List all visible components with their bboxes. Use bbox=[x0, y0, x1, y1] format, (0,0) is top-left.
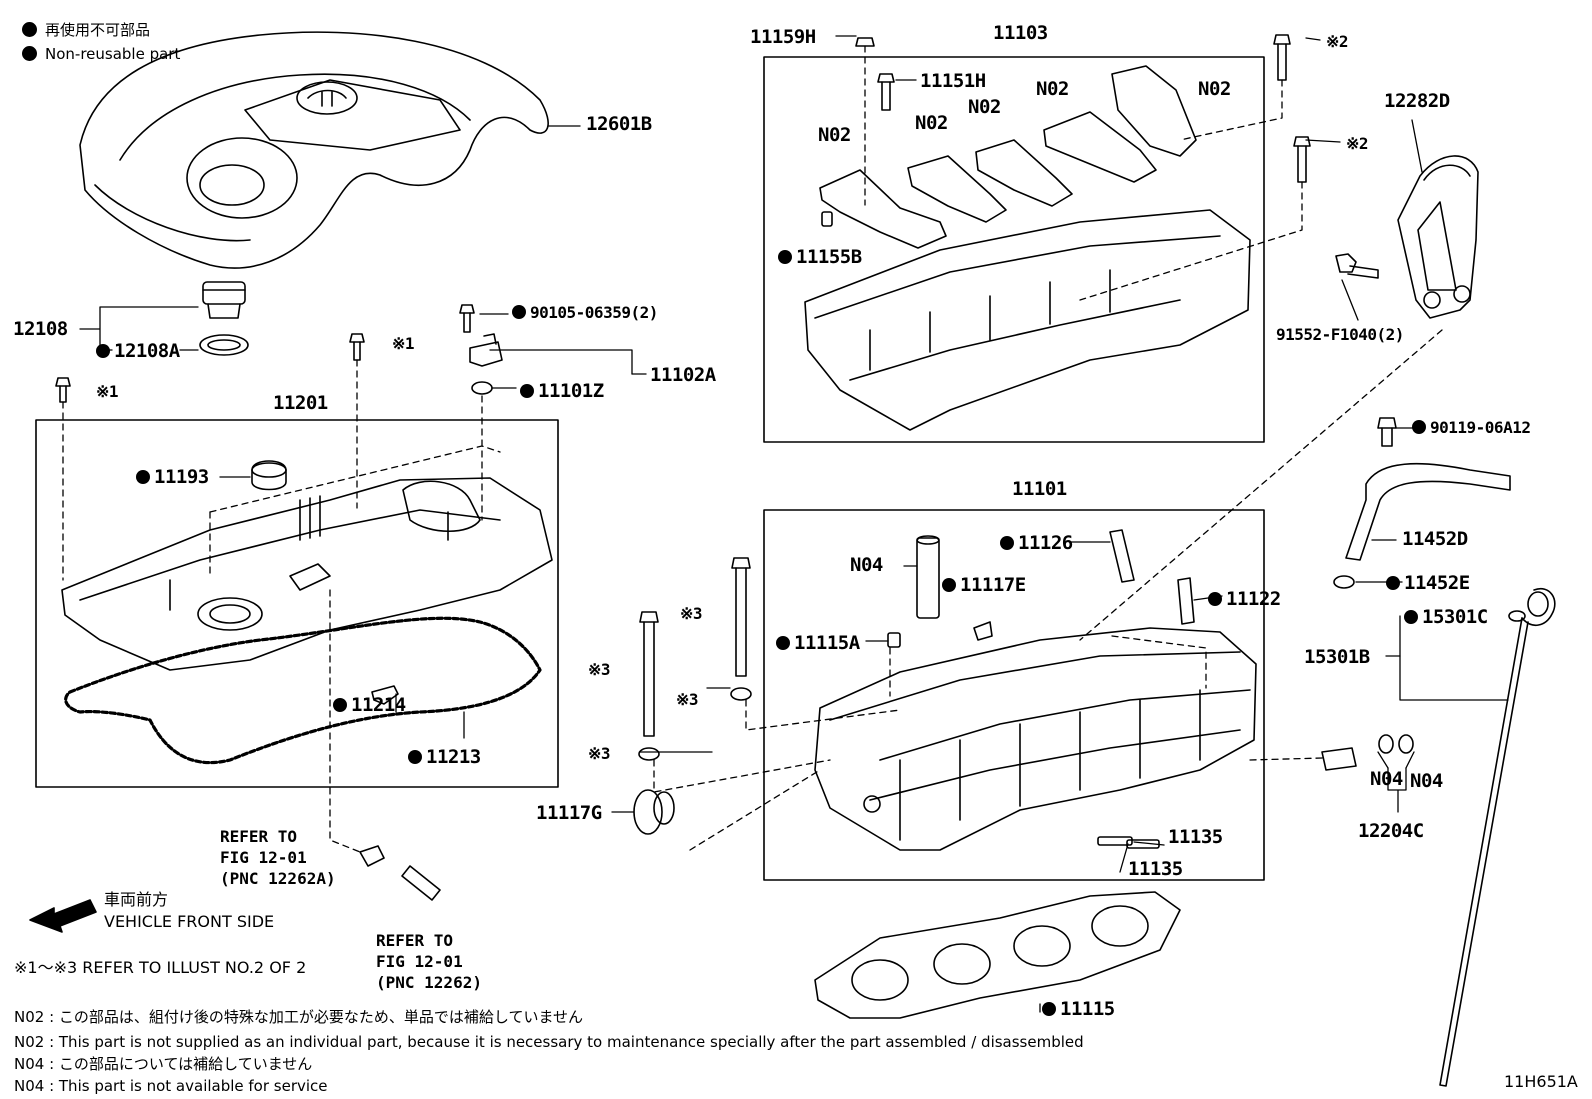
part-label-11103[interactable]: 11103 bbox=[993, 22, 1048, 44]
leader-lines bbox=[79, 35, 1509, 1013]
part-label-11101[interactable]: 11101 bbox=[1012, 478, 1067, 500]
part-label-11101z[interactable]: 11101Z bbox=[520, 382, 604, 401]
small-fasteners bbox=[55, 34, 1526, 901]
mark-3-a: ※3 bbox=[680, 604, 703, 623]
legend-non-reusable-en: Non-reusable part bbox=[22, 45, 180, 63]
note-n04-jp: N04 : この部品については補給していません bbox=[14, 1055, 313, 1073]
mark-2-upper: ※2 bbox=[1326, 32, 1349, 51]
tag-n02-1: N02 bbox=[818, 124, 851, 146]
cylinder-head-drawing bbox=[814, 627, 1257, 851]
refer-fig-12-01-pnc-12262[interactable]: REFER TO FIG 12-01 (PNC 12262) bbox=[376, 931, 482, 992]
part-label-11122[interactable]: 11122 bbox=[1208, 590, 1281, 609]
part-label-11117g[interactable]: 11117G bbox=[536, 802, 602, 824]
tag-n02-4: N02 bbox=[1036, 78, 1069, 100]
dashed-reference-lines bbox=[62, 45, 1443, 853]
engine-cover-drawing bbox=[79, 31, 549, 269]
part-label-12601b[interactable]: 12601B bbox=[586, 113, 652, 135]
part-label-11452d[interactable]: 11452D bbox=[1402, 528, 1468, 550]
mark-2-lower: ※2 bbox=[1346, 134, 1369, 153]
part-label-11115a[interactable]: 11115A bbox=[776, 634, 860, 653]
mark-1-left: ※1 bbox=[96, 382, 119, 401]
tag-n04-pin: N04 bbox=[850, 554, 883, 576]
tag-n02-2: N02 bbox=[915, 112, 948, 134]
part-label-11126[interactable]: 11126 bbox=[1000, 534, 1073, 553]
part-label-12204c[interactable]: 12204C bbox=[1358, 820, 1424, 842]
mark-1-center: ※1 bbox=[392, 334, 415, 353]
tag-n04-left: N04 bbox=[1370, 768, 1403, 790]
note-n04-en: N04 : This part is not available for ser… bbox=[14, 1077, 328, 1095]
part-label-11115[interactable]: 11115 bbox=[1042, 1000, 1115, 1019]
mark-3-c: ※3 bbox=[676, 690, 699, 709]
part-label-11151h[interactable]: 11151H bbox=[920, 70, 986, 92]
part-label-12108[interactable]: 12108 bbox=[13, 318, 68, 340]
vehicle-front-jp: 車両前方 bbox=[104, 890, 169, 909]
part-label-11193[interactable]: 11193 bbox=[136, 468, 209, 487]
note-n02-en: N02 : This part is not supplied as an in… bbox=[14, 1033, 1084, 1051]
cylinder-head-group-box bbox=[763, 509, 1265, 881]
part-label-11214[interactable]: 11214 bbox=[333, 696, 406, 715]
part-label-90105-06359[interactable]: 90105-06359(2) bbox=[512, 305, 658, 321]
camshaft-housing-group-box bbox=[763, 56, 1265, 443]
part-label-11102a[interactable]: 11102A bbox=[650, 364, 716, 386]
part-label-11159h[interactable]: 11159H bbox=[750, 26, 816, 48]
part-label-11201[interactable]: 11201 bbox=[273, 392, 328, 414]
legend-non-reusable-en-text: Non-reusable part bbox=[45, 45, 181, 63]
tag-n04-right: N04 bbox=[1410, 770, 1443, 792]
legend-non-reusable-jp-text: 再使用不可部品 bbox=[45, 21, 151, 39]
oil-gauge-guide-drawing bbox=[1345, 462, 1511, 561]
part-label-15301c[interactable]: 15301C bbox=[1404, 608, 1488, 627]
part-label-11117e[interactable]: 11117E bbox=[942, 576, 1026, 595]
illustration-code: 11H651A bbox=[1504, 1072, 1578, 1091]
part-label-11213[interactable]: 11213 bbox=[408, 748, 481, 767]
oil-dipstick-drawing bbox=[1439, 587, 1556, 1087]
head-gasket-drawing bbox=[814, 891, 1181, 1019]
note-n02-jp: N02 : この部品は、組付け後の特殊な加工が必要なため、単品では補給していませ… bbox=[14, 1008, 584, 1026]
part-label-15301b[interactable]: 15301B bbox=[1304, 646, 1370, 668]
part-label-11452e[interactable]: 11452E bbox=[1386, 574, 1470, 593]
cylinder-head-cover-group-box bbox=[35, 419, 559, 788]
part-label-12282d[interactable]: 12282D bbox=[1384, 90, 1450, 112]
head-cover-gasket-drawing bbox=[64, 616, 542, 765]
part-label-11135-upper[interactable]: 11135 bbox=[1168, 826, 1223, 848]
vehicle-front-en: VEHICLE FRONT SIDE bbox=[104, 912, 275, 931]
refer-fig-12-01-pnc-12262a[interactable]: REFER TO FIG 12-01 (PNC 12262A) bbox=[220, 827, 336, 888]
part-label-91552-f1040[interactable]: 91552-F1040(2) bbox=[1276, 325, 1404, 344]
engine-hanger-drawing bbox=[1397, 155, 1479, 319]
part-label-11155b[interactable]: 11155B bbox=[778, 248, 862, 267]
camshaft-housing-drawing bbox=[804, 65, 1251, 431]
part-label-11135-lower[interactable]: 11135 bbox=[1128, 858, 1183, 880]
mark-3-d: ※3 bbox=[588, 744, 611, 763]
oil-filler-cap-drawing bbox=[199, 281, 249, 356]
tag-n02-5: N02 bbox=[1198, 78, 1231, 100]
mark-3-b: ※3 bbox=[588, 660, 611, 679]
illust-reference-note: ※1～※3 REFER TO ILLUST NO.2 OF 2 bbox=[14, 958, 307, 977]
part-label-12108a[interactable]: 12108A bbox=[96, 342, 180, 361]
part-label-90119-06a12[interactable]: 90119-06A12 bbox=[1412, 420, 1531, 436]
cylinder-head-cover-drawing bbox=[61, 477, 553, 671]
tag-n02-3: N02 bbox=[968, 96, 1001, 118]
vehicle-front-arrow-icon bbox=[29, 899, 97, 933]
legend-non-reusable-jp: 再使用不可部品 bbox=[22, 19, 150, 40]
